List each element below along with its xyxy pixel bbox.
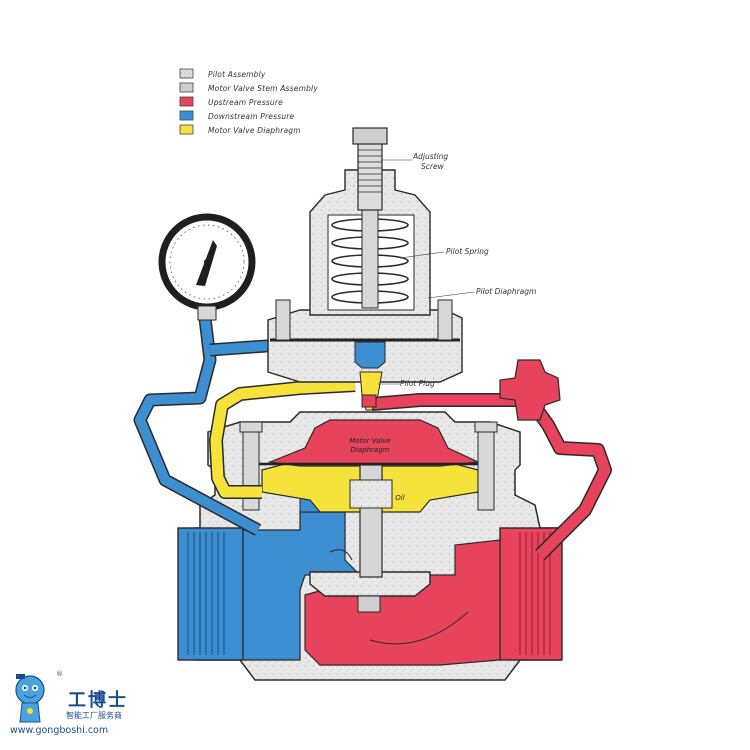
legend-item-pilot-assembly: Pilot Assembly <box>208 67 318 81</box>
pressure-gauge <box>158 213 256 321</box>
callout-pilot-diaphragm: Pilot Diaphragm <box>476 287 537 296</box>
adjusting-screw <box>357 139 383 211</box>
flow-arrow-upstream <box>369 611 469 645</box>
callout-adjusting-line1: Adjusting <box>413 152 449 161</box>
legend-label: Pilot Assembly <box>208 69 266 79</box>
brand-watermark: ® 工博士 智能工厂服务商 www.gongboshi.com <box>8 670 148 740</box>
label-oil: Oil <box>395 494 405 502</box>
label-motor-valve-diaphragm: Motor Valve Diaphragm <box>330 437 410 455</box>
legend-label: Motor Valve Stem Assembly <box>208 83 318 93</box>
motor-valve-diaphragm <box>267 419 481 467</box>
leader-lines <box>378 159 475 385</box>
flow-arrow-downstream <box>329 549 353 561</box>
label-mvd-line1: Motor Valve <box>349 437 391 445</box>
callout-adjusting-screw: Adjusting Screw <box>413 152 448 172</box>
legend-label: Downstream Pressure <box>208 111 295 121</box>
inlet-flange-left <box>177 527 244 661</box>
adjusting-screw-head <box>352 127 388 145</box>
legend-swatches <box>179 68 194 135</box>
valve-disc-nut <box>357 595 381 613</box>
brand-name: 工博士 <box>68 690 128 711</box>
callout-pilot-spring: Pilot Spring <box>446 247 489 256</box>
callout-adjusting-line2: Screw <box>421 162 444 171</box>
legend-label: Motor Valve Diaphragm <box>208 125 301 135</box>
legend-item-diaphragm: Motor Valve Diaphragm <box>208 123 318 137</box>
brand-url: www.gongboshi.com <box>10 725 109 736</box>
legend-item-downstream: Downstream Pressure <box>208 109 318 123</box>
callout-pilot-plug: Pilot Plug <box>400 379 435 388</box>
brand-mascot-icon <box>15 674 45 723</box>
valve-disc <box>309 571 431 597</box>
pilot-blue-chamber <box>354 341 386 369</box>
stem-guide <box>349 479 393 509</box>
pilot-bolts <box>275 299 453 341</box>
legend-item-motor-valve-stem: Motor Valve Stem Assembly <box>208 81 318 95</box>
flange-ribs-left <box>187 532 225 655</box>
red-fitting <box>499 359 561 421</box>
legend-label: Upstream Pressure <box>208 97 283 107</box>
label-mvd-line2: Diaphragm <box>350 446 390 454</box>
legend: Pilot Assembly Motor Valve Stem Assembly… <box>208 67 318 137</box>
brand-tagline: 智能工厂服务商 <box>66 711 122 720</box>
brand-registered-mark: ® <box>56 670 63 678</box>
legend-item-upstream: Upstream Pressure <box>208 95 318 109</box>
